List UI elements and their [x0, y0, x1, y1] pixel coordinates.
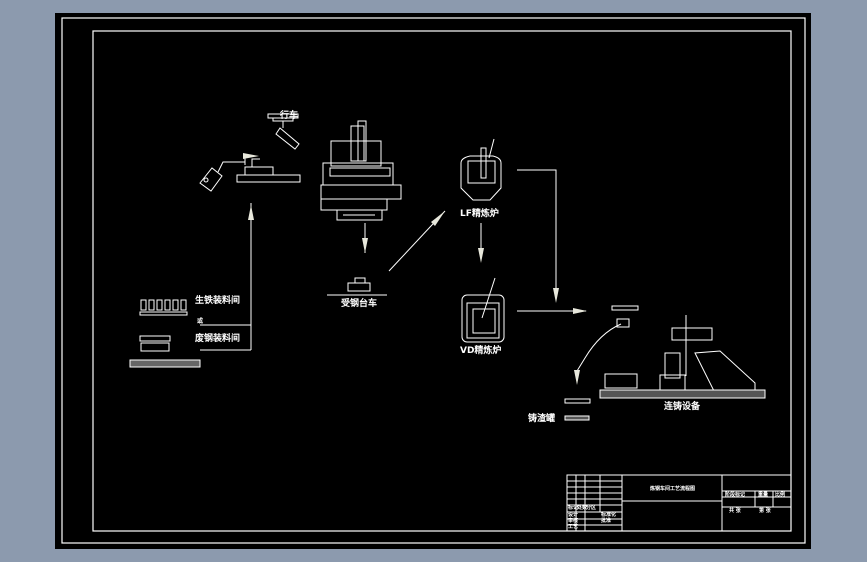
tb-row-process: 工艺 — [568, 524, 579, 530]
ladle-car-icon — [327, 277, 387, 296]
tb-scale: 比例 — [775, 492, 786, 498]
drawing-sheet: 行车 生铁装料间 或 废钢装料间 受钢台车 LF精炼炉 VD精炼炉 铸渣罐 连铸… — [55, 13, 811, 549]
lf-furnace-icon — [460, 138, 502, 201]
arrow-up — [248, 205, 254, 220]
outer-border — [61, 17, 806, 544]
tb-row-count: 处数 — [577, 505, 588, 511]
label-vd-furnace: VD精炼炉 — [460, 346, 502, 356]
process-diagram — [61, 17, 806, 544]
vd-furnace-icon — [461, 277, 505, 343]
inner-border — [92, 30, 792, 532]
tb-sheets: 共 张 — [729, 508, 741, 514]
charging-bay-icon — [129, 299, 201, 368]
title-block-drawing-title: 炼钢车间工艺流程图 — [650, 486, 696, 492]
tb-standard: 标准化 — [601, 512, 617, 518]
tb-sheet: 第 张 — [759, 508, 771, 514]
label-scrap-bay: 废钢装料间 — [195, 334, 241, 344]
charging-platform-icon — [199, 157, 301, 192]
flow-line — [517, 169, 557, 293]
arrow-right — [573, 308, 587, 314]
continuous-caster-icon — [564, 305, 766, 421]
arrow-down — [553, 288, 559, 303]
tb-weight: 重量 — [758, 492, 769, 498]
arrow-left — [243, 153, 259, 159]
label-crane: 行车 — [280, 111, 299, 121]
tb-row-mark: 标记 — [568, 505, 579, 511]
tb-row-check: 审核 — [568, 518, 579, 524]
label-slag-pot: 铸渣罐 — [528, 414, 556, 424]
label-lf-furnace: LF精炼炉 — [460, 209, 499, 219]
label-pig-iron-bay: 生铁装料间 — [195, 296, 241, 306]
arrow-down — [574, 370, 580, 385]
tb-row-zone: 分区 — [586, 505, 597, 511]
title-block — [566, 474, 792, 532]
label-continuous-caster: 连铸设备 — [664, 402, 701, 412]
arrow-down — [362, 238, 368, 253]
crane-icon — [267, 113, 300, 150]
tb-approve: 批准 — [601, 518, 612, 524]
tb-stage: 阶段标记 — [725, 492, 746, 498]
label-or: 或 — [197, 318, 204, 325]
arrow-diag — [431, 211, 445, 226]
tb-row-design: 设计 — [568, 512, 579, 518]
flow-arrows — [243, 153, 587, 385]
label-ladle-car: 受钢台车 — [341, 299, 378, 309]
electric-arc-furnace-icon — [320, 120, 402, 253]
arrow-down — [478, 248, 484, 263]
